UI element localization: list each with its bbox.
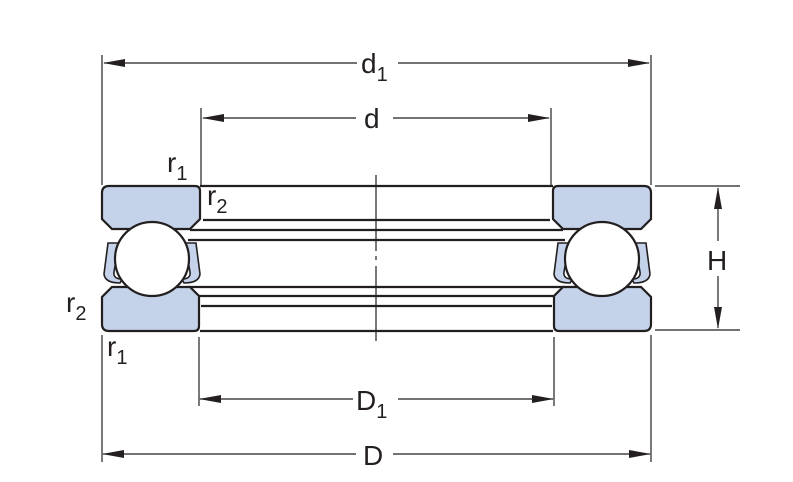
arrowhead-left-icon [199,395,221,403]
label-r2-bottom: r2 [66,287,86,325]
label-d: d [364,103,380,134]
arrowhead-left-icon [103,59,125,67]
shaft-washer-left [100,184,202,231]
label-r1-top: r1 [167,147,187,185]
left-section [100,184,202,333]
arrowhead-left-icon [102,450,124,458]
extension-lines [101,55,740,462]
arrowhead-up-icon [714,187,722,209]
ball-right [563,220,641,298]
dimension-d: d [202,103,550,134]
dimension-d1: d1 [103,48,650,86]
right-section [551,184,653,333]
housing-washer-right [552,285,653,333]
label-D: D [363,440,383,471]
arrowhead-right-icon [528,114,550,122]
label-r1-bottom: r1 [107,331,127,369]
housing-washer-left [100,285,201,333]
label-H: H [707,245,727,276]
label-D1: D1 [356,385,387,423]
arrowhead-right-icon [628,59,650,67]
dimension-D1: D1 [199,385,554,423]
dimension-H: H [707,187,727,329]
arrowhead-left-icon [202,114,224,122]
label-r2-top: r2 [207,180,227,218]
arrowhead-right-icon [629,450,651,458]
dimension-D: D [102,440,651,471]
arrowhead-down-icon [714,307,722,329]
label-d1: d1 [361,48,388,86]
ball-left [113,220,191,298]
shaft-washer-right [551,184,653,231]
arrowhead-right-icon [532,395,554,403]
